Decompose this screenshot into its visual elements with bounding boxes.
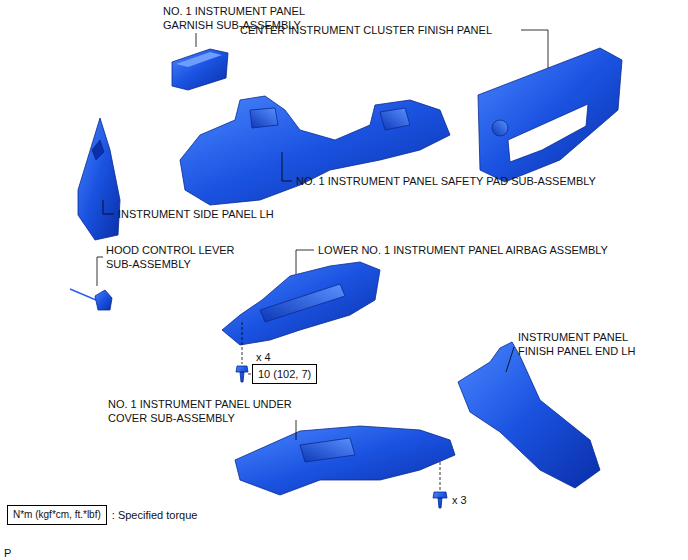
bolt-symbol (433, 492, 447, 508)
garnish-part (172, 49, 228, 90)
hood-lever-part (95, 290, 112, 310)
side-panel-part (78, 118, 120, 240)
leader-line (296, 420, 297, 440)
leader-line (248, 374, 251, 375)
leader-line (196, 33, 197, 47)
torque-value: N*m (kgf*cm, ft.*lbf) (13, 508, 101, 522)
part-name: INSTRUMENT SIDE PANEL LH (118, 207, 274, 221)
leader-line (97, 257, 103, 286)
safety-pad-detail (250, 108, 278, 128)
quantity: x 4 (256, 350, 271, 364)
airbag-detail (260, 284, 345, 322)
under-cover-detail (300, 438, 355, 462)
safety-pad-part (180, 96, 450, 205)
under-cover-part (235, 426, 455, 495)
bolt-axis (242, 322, 243, 364)
safety-pad-detail (380, 108, 410, 130)
torque-box: 10 (102, 7) (252, 364, 317, 384)
leader-line (103, 200, 114, 214)
garnish-highlight (176, 52, 222, 67)
legend-text: : Specified torque (112, 508, 198, 522)
hood-lever-cable (70, 289, 96, 300)
side-panel-vent (92, 140, 104, 160)
airbag-part (222, 262, 380, 345)
legend-box: N*m (kgf*cm, ft.*lbf) (7, 505, 107, 525)
part-name: HOOD CONTROL LEVER SUB-ASSEMBLY (106, 243, 246, 271)
cluster-finish-panel (478, 48, 622, 182)
leader-line (521, 30, 548, 68)
part-name: INSTRUMENT PANEL FINISH PANEL END LH (518, 330, 666, 358)
torque-value: 10 (102, 7) (258, 367, 311, 381)
part-name: CENTER INSTRUMENT CLUSTER FINISH PANEL (240, 23, 492, 37)
bolt-axis (440, 462, 441, 490)
leader-line (296, 250, 314, 274)
bolt-symbol (236, 366, 248, 382)
part-name: LOWER NO. 1 INSTRUMENT PANEL AIRBAG ASSE… (318, 243, 608, 257)
leader-line (282, 152, 292, 181)
panel-knob (492, 120, 508, 136)
finish-panel-end-part (458, 342, 600, 488)
leader-line (506, 347, 514, 372)
part-name: NO. 1 INSTRUMENT PANEL SAFETY PAD SUB-AS… (296, 174, 596, 188)
figure-code: P (4, 546, 11, 560)
part-name: NO. 1 INSTRUMENT PANEL UNDER COVER SUB-A… (108, 397, 320, 425)
quantity: x 3 (452, 493, 467, 507)
